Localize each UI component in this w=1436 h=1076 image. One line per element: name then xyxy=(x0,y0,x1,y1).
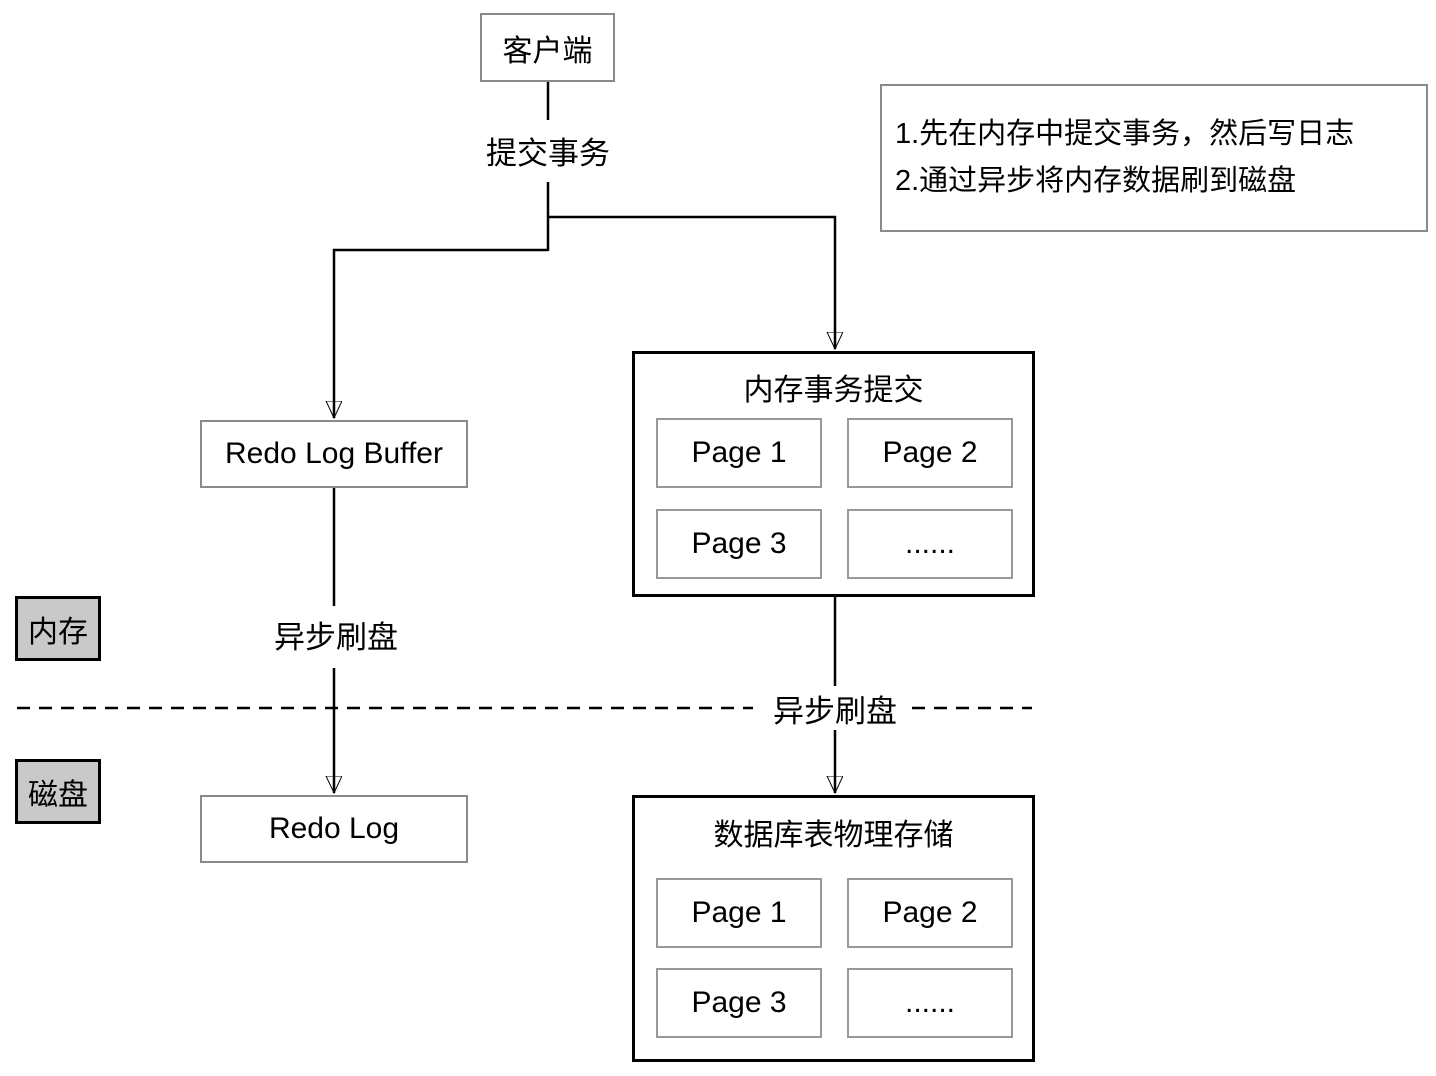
memory-page-2-cell: Page 2 xyxy=(847,418,1013,488)
disk-page-more-cell: ...... xyxy=(847,968,1013,1038)
commit-transaction-text: 提交事务 xyxy=(486,135,610,171)
memory-commit-box: 内存事务提交 Page 1 Page 2 Page 3 ...... xyxy=(632,351,1035,597)
memory-page-more-label: ...... xyxy=(904,527,955,560)
memory-page-more-cell: ...... xyxy=(847,509,1013,579)
redo-log-buffer-box: Redo Log Buffer xyxy=(200,420,468,488)
disk-page-1-label: Page 1 xyxy=(691,896,787,929)
commit-transaction-label: 提交事务 xyxy=(448,130,648,171)
memory-page-2-label: Page 2 xyxy=(882,436,978,469)
disk-zone-label-box: 磁盘 xyxy=(15,759,101,824)
redo-log-box: Redo Log xyxy=(200,795,468,863)
disk-zone-label: 磁盘 xyxy=(28,778,88,812)
memory-page-3-cell: Page 3 xyxy=(656,509,822,579)
arrow-commit-to-redo-log-buffer xyxy=(334,248,548,418)
memory-page-3-label: Page 3 xyxy=(691,527,787,560)
disk-page-2-cell: Page 2 xyxy=(847,878,1013,948)
note-box: 1.先在内存中提交事务，然后写日志 2.通过异步将内存数据刷到磁盘 xyxy=(880,84,1428,232)
disk-page-2-label: Page 2 xyxy=(882,896,978,929)
memory-commit-title: 内存事务提交 xyxy=(743,374,924,407)
disk-storage-box: 数据库表物理存储 Page 1 Page 2 Page 3 ...... xyxy=(632,795,1035,1062)
async-flush-left-label: 异步刷盘 xyxy=(236,614,436,655)
async-flush-left-text: 异步刷盘 xyxy=(274,619,398,655)
memory-zone-label-box: 内存 xyxy=(15,596,101,661)
memory-page-1-cell: Page 1 xyxy=(656,418,822,488)
memory-page-1-label: Page 1 xyxy=(691,436,787,469)
client-box: 客户端 xyxy=(480,13,615,82)
disk-storage-title: 数据库表物理存储 xyxy=(713,819,954,852)
redo-log-buffer-label: Redo Log Buffer xyxy=(225,437,443,470)
disk-page-1-cell: Page 1 xyxy=(656,878,822,948)
disk-page-more-label: ...... xyxy=(904,986,955,1019)
arrow-commit-to-memory-box xyxy=(548,215,835,349)
note-line-2: 2.通过异步将内存数据刷到磁盘 xyxy=(895,165,1297,197)
async-flush-divider-text: 异步刷盘 xyxy=(773,693,897,729)
disk-page-3-label: Page 3 xyxy=(691,986,787,1019)
note-line-1: 1.先在内存中提交事务，然后写日志 xyxy=(895,118,1355,150)
disk-page-3-cell: Page 3 xyxy=(656,968,822,1038)
async-flush-divider-label: 异步刷盘 xyxy=(735,688,935,729)
memory-zone-label: 内存 xyxy=(28,615,88,649)
redo-log-label: Redo Log xyxy=(268,812,400,845)
client-box-label: 客户端 xyxy=(502,34,593,68)
